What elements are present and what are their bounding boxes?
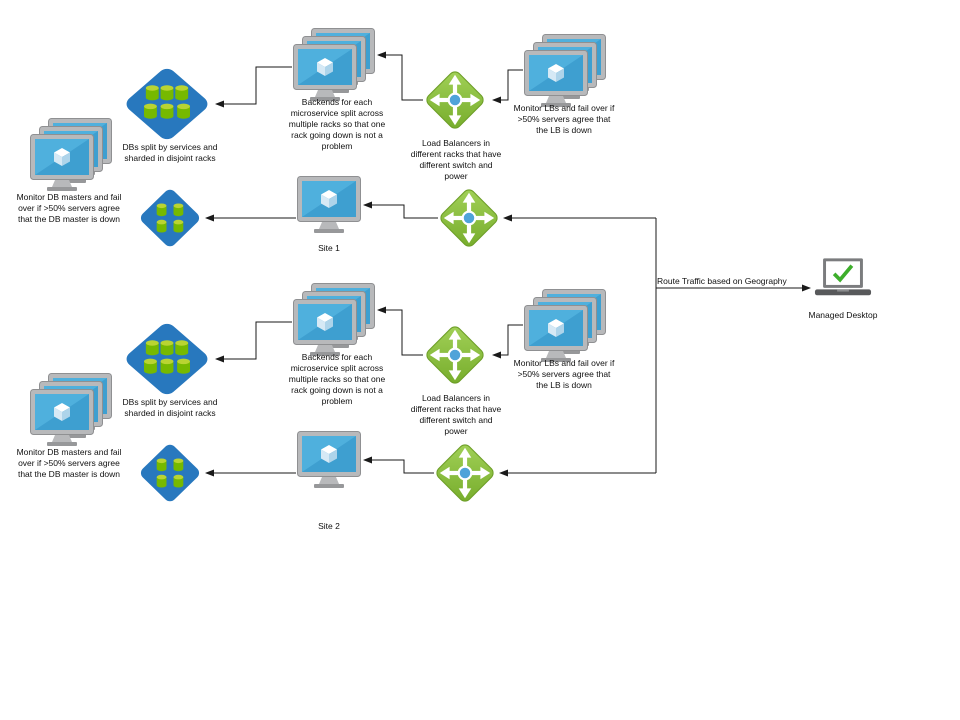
site1-frontend-node (297, 176, 361, 233)
site2-dbs-small-node (135, 439, 205, 507)
site1-dbs-caption: DBs split by services and sharded in dis… (122, 142, 218, 164)
site1-backends-caption: Backends for each microservice split acr… (288, 97, 386, 152)
site2-lb2-node (430, 438, 500, 508)
site1-monitor-db-caption: Monitor DB masters and fail over if >50%… (16, 192, 122, 225)
server-monitor-stack-icon (293, 28, 375, 101)
site2-backends-node (293, 283, 375, 356)
database-cluster-diamond-icon (135, 439, 205, 507)
site1-dbs-node (121, 64, 213, 144)
site2-monitor-db-caption: Monitor DB masters and fail over if >50%… (16, 447, 122, 480)
database-cluster-diamond-icon (121, 319, 213, 399)
managed-desktop-node (812, 258, 874, 303)
site2-backends-caption: Backends for each microservice split acr… (288, 352, 386, 407)
load-balancer-diamond-icon (437, 186, 501, 250)
site1-dbs-small-node (135, 184, 205, 252)
site1-lb2-node (434, 183, 504, 253)
site1-lb-caption: Load Balancers in different racks that h… (410, 138, 502, 182)
server-monitor-stack-icon (30, 118, 112, 191)
site2-monitor-lb-node (524, 289, 606, 362)
database-cluster-diamond-icon (135, 184, 205, 252)
route-traffic-label: Route Traffic based on Geography (657, 276, 787, 286)
site1-monitor-lb-caption: Monitor LBs and fail over if >50% server… (513, 103, 615, 136)
site2-monitor-db-node (30, 373, 112, 446)
site2-frontend-node (297, 431, 361, 488)
database-cluster-diamond-icon (121, 64, 213, 144)
load-balancer-diamond-icon (423, 323, 487, 387)
managed-desktop-label: Managed Desktop (808, 310, 878, 320)
load-balancer-diamond-icon (423, 68, 487, 132)
site2-dbs-caption: DBs split by services and sharded in dis… (122, 397, 218, 419)
site1-lb1-node (420, 65, 490, 135)
server-monitor-stack-icon (524, 289, 606, 362)
server-monitor-icon (297, 431, 361, 488)
site2-lb1-node (420, 320, 490, 390)
server-monitor-stack-icon (524, 34, 606, 107)
server-monitor-icon (297, 176, 361, 233)
site1-backends-node (293, 28, 375, 101)
server-monitor-stack-icon (293, 283, 375, 356)
laptop-check-icon (813, 258, 873, 298)
site2-label: Site 2 (318, 521, 340, 531)
site1-monitor-lb-node (524, 34, 606, 107)
site1-monitor-db-node (30, 118, 112, 191)
server-monitor-stack-icon (30, 373, 112, 446)
site2-lb-caption: Load Balancers in different racks that h… (410, 393, 502, 437)
load-balancer-diamond-icon (433, 441, 497, 505)
site2-monitor-lb-caption: Monitor LBs and fail over if >50% server… (513, 358, 615, 391)
site1-label: Site 1 (318, 243, 340, 253)
site2-dbs-node (121, 319, 213, 399)
